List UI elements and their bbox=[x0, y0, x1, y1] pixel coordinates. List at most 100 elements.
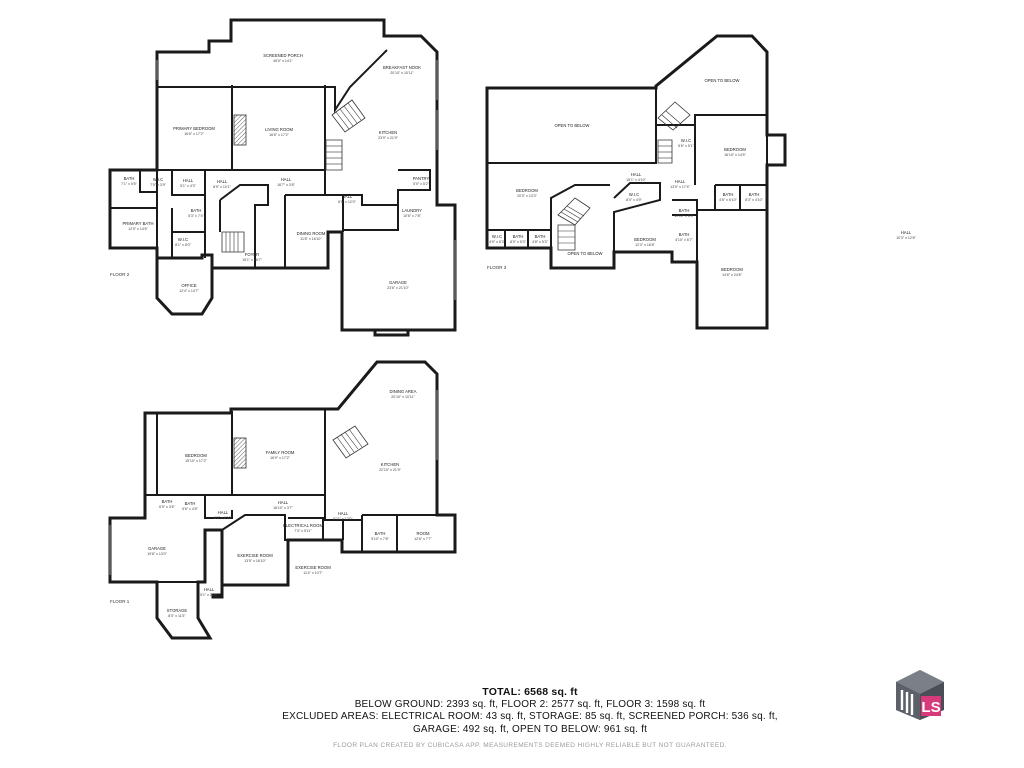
floor1-hall-d-dimensions: 5'1" x 20'0" bbox=[200, 593, 218, 597]
floor2-screened-porch-name: SCREENED PORCH bbox=[263, 53, 303, 58]
disclaimer: FLOOR PLAN CREATED BY CUBICASA APP. MEAS… bbox=[333, 742, 727, 749]
floor3-bath-b-name: BATH bbox=[749, 192, 760, 197]
floor1-garage-name: GARAGE bbox=[148, 546, 166, 551]
floor1-exercise-room-a-dimensions: 13'5" x 16'10" bbox=[244, 559, 266, 563]
floor1-bath-a-name: BATH bbox=[162, 499, 173, 504]
floor1-kitchen-name: KITCHEN bbox=[381, 462, 399, 467]
floor1-hall-c-dimensions: 6'11" x 12'0" bbox=[333, 517, 353, 521]
floor2-primary-bath-name: PRIMARY BATH bbox=[123, 221, 154, 226]
floor1-bath-b-dimensions: 5'6" x 4'8" bbox=[182, 507, 198, 511]
floor2-wic-dimensions: 7'0" x 3'9" bbox=[150, 183, 166, 187]
floor2-breakfast-nook-name: BREAKFAST NOOK bbox=[383, 65, 421, 70]
floor1-hall-b-name: HALL bbox=[218, 510, 229, 515]
floor2-office-name: OFFICE bbox=[181, 283, 197, 288]
floor1-bath-b-name: BATH bbox=[185, 501, 196, 506]
excluded-areas: EXCLUDED AREAS: ELECTRICAL ROOM: 43 sq. … bbox=[282, 711, 778, 722]
floor3-wic-b-name: W.I.C bbox=[629, 192, 639, 197]
floor2-office-dimensions: 12'4" x 14'7" bbox=[179, 289, 199, 293]
floor1-hall-c-name: HALL bbox=[338, 511, 349, 516]
floor1-hall-b-dimensions: 8'0" x 6'10" bbox=[214, 516, 232, 520]
floor-1-fireplace-icon bbox=[233, 437, 247, 469]
floor3-bedroom-b-dimensions: 20'0" x 13'3" bbox=[517, 194, 537, 198]
floor1-garage-dimensions: 19'8" x 13'0" bbox=[147, 552, 167, 556]
floor3-bath-b-dimensions: 8'3" x 4'10" bbox=[745, 198, 763, 202]
floor3-wic-c-dimensions: 4'9" x 5'3" bbox=[489, 240, 505, 244]
floor3-bath-e-name: BATH bbox=[535, 234, 546, 239]
floor-3-label: FLOOR 3 bbox=[487, 265, 507, 270]
floor1-room-dimensions: 12'6" x 7'7" bbox=[414, 537, 432, 541]
floor2-living-room-name: LIVING ROOM bbox=[265, 127, 293, 132]
floor2-wic-2-name: W.I.C bbox=[178, 237, 188, 242]
floor3-hall-a-dimensions: 15'1" x 4'10" bbox=[626, 178, 646, 182]
floor3-bedroom-a-name: BEDROOM bbox=[724, 147, 746, 152]
floor3-bedroom-c-name: BEDROOM bbox=[634, 237, 656, 242]
floor3-wic-name: W.I.C bbox=[681, 138, 691, 143]
floor2-hall-d-name: HALL bbox=[342, 194, 353, 199]
floor1-dining-area-dimensions: 20'10" x 10'11" bbox=[391, 395, 415, 399]
floor3-bedroom-b-name: BEDROOM bbox=[516, 188, 538, 193]
floor3-hall-b-dimensions: 13'5" x 17'4" bbox=[670, 185, 690, 189]
floor3-bath-a-name: BATH bbox=[723, 192, 734, 197]
floor1-bath-c-name: BATH bbox=[375, 531, 386, 536]
floor3-open-below-a-name: OPEN TO BELOW bbox=[555, 123, 590, 128]
floor2-hall-a-dimensions: 5'1" x 4'3" bbox=[180, 184, 196, 188]
floor3-bedroom-d-name: BEDROOM bbox=[721, 267, 743, 272]
floor3-bedroom-d-dimensions: 14'6" x 24'8" bbox=[722, 273, 742, 277]
floor2-bath-2-dimensions: 5'3" x 7'4" bbox=[188, 214, 204, 218]
floor2-bath-2-name: BATH bbox=[191, 208, 202, 213]
floor1-exercise-room-b-dimensions: 11'4" x 10'7" bbox=[303, 571, 323, 575]
floor3-bath-c-dimensions: 10'10" x 6'5" bbox=[674, 214, 694, 218]
floor2-hall-c-dimensions: 16'7" x 3'8" bbox=[277, 183, 295, 187]
floor1-bedroom-name: BEDROOM bbox=[185, 453, 207, 458]
floor-1-label: FLOOR 1 bbox=[110, 599, 130, 604]
floor1-hall-a-name: HALL bbox=[278, 500, 289, 505]
floor-2-stairs-icon bbox=[221, 99, 366, 253]
floor3-wic-dimensions: 5'6" x 5'1" bbox=[678, 144, 694, 148]
floor3-bath-f-dimensions: 4'10" x 6'7" bbox=[675, 238, 693, 242]
floor2-kitchen-dimensions: 23'9" x 21'9" bbox=[378, 136, 398, 140]
floor2-garage-name: GARAGE bbox=[389, 280, 407, 285]
floor2-dining-room-dimensions: 11'8" x 16'10" bbox=[300, 237, 322, 241]
floor1-family-room-dimensions: 16'9" x 17'2" bbox=[270, 456, 290, 460]
floor-areas: BELOW GROUND: 2393 sq. ft, FLOOR 2: 2577… bbox=[354, 698, 706, 710]
floor2-garage-dimensions: 23'6" x 21'10" bbox=[387, 286, 409, 290]
floor1-family-room-name: FAMILY ROOM bbox=[266, 450, 295, 455]
floor2-screened-porch-dimensions: 45'0" x 14'1" bbox=[273, 59, 293, 63]
floor3-bath-a-dimensions: 4'6" x 6'10" bbox=[719, 198, 737, 202]
total-area: TOTAL: 6568 sq. ft bbox=[482, 686, 578, 698]
floor2-pantry-dimensions: 5'0" x 5'2" bbox=[413, 182, 429, 186]
floor3-wic-b-dimensions: 8'0" x 4'9" bbox=[626, 198, 642, 202]
floor2-wic-name: W.I.C bbox=[153, 177, 163, 182]
floor2-dining-room-name: DINING ROOM bbox=[297, 231, 326, 236]
floor1-storage-name: STORAGE bbox=[167, 608, 188, 613]
floor1-bath-a-dimensions: 6'5" x 3'6" bbox=[159, 505, 175, 509]
floor2-hall-b-name: HALL bbox=[217, 179, 228, 184]
floor2-hall-d-dimensions: 6'5" x 12'0" bbox=[338, 200, 356, 204]
floor2-foyer-name: FOYER bbox=[245, 252, 259, 257]
floor3-bedroom-c-dimensions: 12'3" x 16'8" bbox=[635, 243, 655, 247]
floor2-pantry-name: PANTRY bbox=[413, 176, 430, 181]
floor1-hall-d-name: HALL bbox=[204, 587, 215, 592]
area-summary: TOTAL: 6568 sq. ft BELOW GROUND: 2393 sq… bbox=[230, 686, 830, 736]
floor1-exercise-room-a-name: EXERCISE ROOM bbox=[237, 553, 273, 558]
floor3-bedroom-a-dimensions: 16'10" x 14'5" bbox=[724, 153, 746, 157]
floor2-living-room-dimensions: 16'6" x 17'2" bbox=[269, 133, 289, 137]
floor2-kitchen-name: KITCHEN bbox=[379, 130, 397, 135]
floor2-primary-bedroom-dimensions: 16'6" x 17'2" bbox=[184, 132, 204, 136]
floor3-hall-b-name: HALL bbox=[675, 179, 686, 184]
floor2-hall-b-dimensions: 8'9" x 10'1" bbox=[213, 185, 231, 189]
floor2-hall-c-name: HALL bbox=[281, 177, 292, 182]
floor3-wic-c-name: W.I.C bbox=[492, 234, 502, 239]
floor2-bath-dimensions: 7'1" x 5'5" bbox=[121, 182, 137, 186]
floor1-bath-c-dimensions: 5'10" x 7'8" bbox=[371, 537, 389, 541]
floor2-laundry-name: LAUNDRY bbox=[402, 208, 422, 213]
floor1-bedroom-dimensions: 15'10" x 17'2" bbox=[185, 459, 207, 463]
floor-1-stairs-icon bbox=[332, 425, 369, 459]
floor3-bath-d-name: BATH bbox=[513, 234, 524, 239]
floor2-primary-bath-dimensions: 12'0" x 14'6" bbox=[128, 227, 148, 231]
floor1-dining-area-name: DINING AREA bbox=[390, 389, 417, 394]
floor2-wic-2-dimensions: 8'1" x 8'0" bbox=[175, 243, 191, 247]
